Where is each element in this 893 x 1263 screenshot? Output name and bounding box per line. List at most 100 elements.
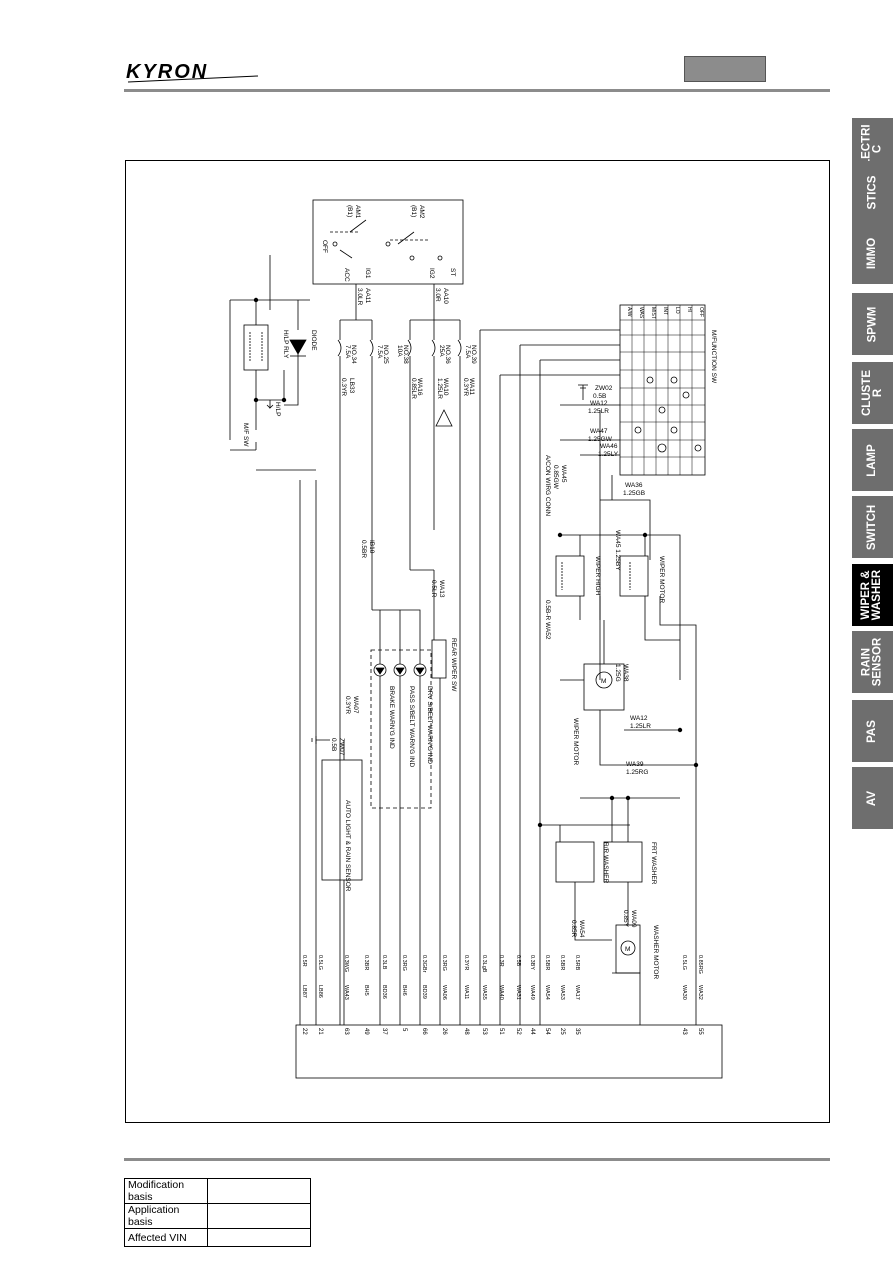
connector-spec-label: 0.3RG bbox=[401, 955, 407, 971]
wiper-high-relay bbox=[555, 555, 585, 597]
svg-text:1.25LY: 1.25LY bbox=[598, 451, 619, 458]
svg-text:DIODE: DIODE bbox=[310, 330, 317, 351]
table-row: Application basis bbox=[124, 1203, 311, 1229]
svg-text:(B1): (B1) bbox=[410, 205, 417, 217]
svg-text:NO.36: NO.36 bbox=[444, 345, 451, 364]
svg-text:10A: 10A bbox=[396, 345, 403, 357]
svg-text:A/W: A/W bbox=[626, 307, 632, 317]
hlp-relay bbox=[243, 324, 269, 371]
svg-text:INT: INT bbox=[662, 307, 668, 315]
connector-pin-number: 66 bbox=[421, 1028, 427, 1035]
connector-circuit-label: BH5 bbox=[363, 985, 369, 996]
svg-text:AUTO LIGHT & RAIN SENSOR: AUTO LIGHT & RAIN SENSOR bbox=[344, 800, 351, 892]
diagram-frame bbox=[125, 160, 830, 1123]
connector-pin-number: 63 bbox=[343, 1028, 349, 1035]
svg-text:IB10: IB10 bbox=[368, 540, 375, 554]
svg-text:WIPER MOTOR: WIPER MOTOR bbox=[658, 556, 665, 603]
connector-spec-label: 0.5BR bbox=[559, 955, 565, 970]
indicator-leds bbox=[373, 663, 427, 677]
modification-basis-label: Modification basis bbox=[124, 1178, 208, 1204]
svg-text:WA45 1.25BY: WA45 1.25BY bbox=[614, 530, 621, 571]
connector-circuit-label: WA11 bbox=[463, 985, 469, 999]
svg-text:AM2: AM2 bbox=[418, 205, 425, 219]
connector-circuit-label: WA53 bbox=[559, 985, 565, 1000]
svg-text:0.5B: 0.5B bbox=[593, 393, 606, 400]
svg-text:WA12: WA12 bbox=[590, 400, 608, 407]
connector-pin-number: 52 bbox=[515, 1028, 521, 1035]
kyron-logo: KYRON bbox=[126, 61, 259, 83]
connector-circuit-label: WA54 bbox=[544, 985, 550, 1000]
svg-text:0.5BR: 0.5BR bbox=[360, 540, 367, 558]
connector-pin-number: 51 bbox=[498, 1028, 504, 1035]
tab-cluster[interactable]: CLUSTE R bbox=[852, 362, 893, 424]
connector-spec-label: 0.5BR bbox=[544, 955, 550, 970]
connector-pin-number: 22 bbox=[301, 1028, 307, 1035]
connector-spec-label: 0.5R bbox=[301, 955, 307, 967]
wiper-motor-relay bbox=[619, 555, 649, 597]
connector-spec-label: 0.3GBr bbox=[421, 955, 427, 973]
svg-text:NO.25: NO.25 bbox=[382, 345, 389, 364]
brand-logotype: KYRON bbox=[126, 61, 208, 83]
svg-text:0.3YR: 0.3YR bbox=[344, 696, 351, 714]
connector-pin-number: 21 bbox=[317, 1028, 323, 1035]
connector-circuit-label: BH6 bbox=[401, 985, 407, 996]
tab-spwm[interactable]: SPWM bbox=[852, 293, 893, 355]
tab-wiper-washer[interactable]: WIPER & WASHER bbox=[852, 564, 893, 626]
svg-text:1.25LR: 1.25LR bbox=[630, 723, 651, 730]
footer-rule bbox=[124, 1158, 830, 1161]
svg-text:M: M bbox=[601, 678, 606, 685]
application-basis-value bbox=[207, 1203, 311, 1229]
svg-text:WA47: WA47 bbox=[590, 428, 608, 435]
tab-switch[interactable]: SWITCH bbox=[852, 496, 893, 558]
svg-text:WA39: WA39 bbox=[626, 761, 644, 768]
warning-icon bbox=[435, 409, 453, 427]
svg-text:WA10: WA10 bbox=[442, 378, 449, 396]
svg-text:PASS S/BELT WARN'G IND: PASS S/BELT WARN'G IND bbox=[408, 686, 415, 767]
svg-text:WA13: WA13 bbox=[438, 580, 445, 598]
connector-spec-label: 0.5B bbox=[515, 955, 521, 967]
rr-washer-relay bbox=[555, 841, 595, 883]
svg-text:1.25RG: 1.25RG bbox=[626, 769, 648, 776]
svg-text:A/CON WIRG CONN: A/CON WIRG CONN bbox=[544, 455, 551, 516]
connector-circuit-label: WA32 bbox=[697, 985, 703, 1000]
svg-text:AA11: AA11 bbox=[364, 288, 371, 304]
svg-text:0.3YR: 0.3YR bbox=[340, 378, 347, 396]
svg-text:DRV S/BELT WARN'G IND: DRV S/BELT WARN'G IND bbox=[426, 686, 433, 764]
modification-basis-value bbox=[207, 1178, 311, 1204]
svg-text:ZW02: ZW02 bbox=[595, 385, 613, 392]
svg-text:3.0LR: 3.0LR bbox=[356, 288, 363, 306]
rain-sensor bbox=[321, 759, 363, 881]
connector-spec-label: 0.3WG bbox=[343, 955, 349, 972]
svg-text:1.25GW: 1.25GW bbox=[588, 436, 613, 443]
tab-immo[interactable]: IMMO bbox=[852, 222, 893, 284]
tab-lamp[interactable]: LAMP bbox=[852, 429, 893, 491]
svg-text:H/LP: H/LP bbox=[274, 402, 281, 416]
connector-spec-label: 0.85RG bbox=[697, 955, 703, 974]
header-rule bbox=[124, 89, 830, 92]
tab-rain-sensor[interactable]: RAIN SENSOR bbox=[852, 631, 893, 693]
rear-wiper-switch bbox=[431, 639, 447, 679]
tab-av[interactable]: AV bbox=[852, 767, 893, 829]
tab-pas[interactable]: PAS bbox=[852, 700, 893, 762]
affected-vin-label: Affected VIN bbox=[124, 1228, 208, 1247]
svg-text:WA11: WA11 bbox=[468, 378, 475, 395]
svg-text:WA46: WA46 bbox=[600, 443, 618, 450]
svg-text:MIST: MIST bbox=[650, 307, 656, 319]
svg-text:WA45: WA45 bbox=[560, 465, 567, 483]
connector-spec-label: 0.3YR bbox=[463, 955, 469, 970]
connector-spec-label: 0.3R bbox=[498, 955, 504, 967]
frt-washer-relay bbox=[603, 841, 643, 883]
connector-circuit-label: WA40 bbox=[498, 985, 504, 1000]
connector-circuit-label: WA17 bbox=[574, 985, 580, 1000]
tab-diagnostics[interactable]: STICS bbox=[852, 161, 893, 223]
svg-text:REAR WIPER SW: REAR WIPER SW bbox=[450, 638, 457, 692]
connector-pin-number: 48 bbox=[463, 1028, 469, 1035]
connector-circuit-label: LB87 bbox=[301, 985, 307, 998]
svg-text:LO: LO bbox=[674, 307, 680, 314]
svg-text:1.25G: 1.25G bbox=[614, 664, 621, 682]
svg-text:H/LP RLY: H/LP RLY bbox=[282, 330, 289, 359]
connector-circuit-label: WA06 bbox=[441, 985, 447, 1000]
svg-text:AA10: AA10 bbox=[442, 288, 449, 304]
svg-text:FRT WASHER: FRT WASHER bbox=[650, 842, 657, 885]
connector-pin-number: 35 bbox=[574, 1028, 580, 1035]
